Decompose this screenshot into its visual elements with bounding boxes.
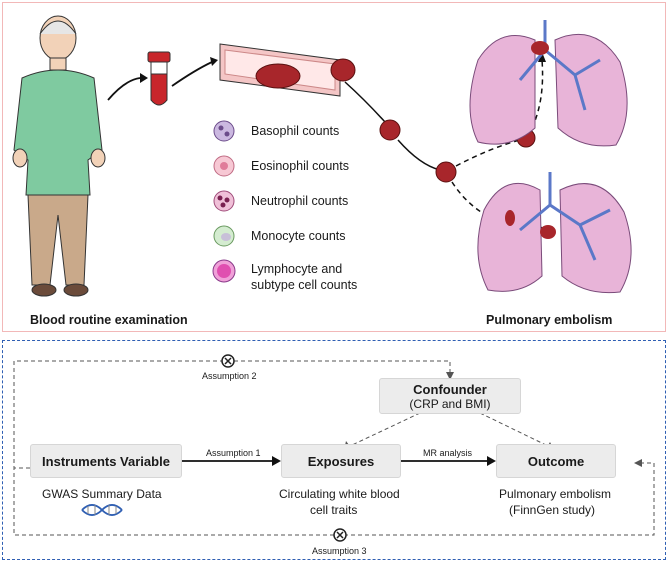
basophil-icon	[213, 120, 235, 142]
pulmonary-embolism-caption: Pulmonary embolism	[486, 313, 613, 327]
exposures-sub-line2: cell traits	[310, 503, 358, 517]
mr-analysis-label: MR analysis	[423, 448, 473, 458]
violation-icon	[221, 354, 235, 368]
illustration-panel	[2, 2, 666, 332]
clot-icon	[379, 119, 401, 141]
elderly-man-icon	[12, 15, 106, 297]
clot-icon	[435, 161, 457, 183]
instruments-variable-title: Instruments Variable	[42, 453, 170, 469]
basophil-label: Basophil counts	[251, 124, 340, 138]
eosinophil-label: Eosinophil counts	[251, 159, 349, 173]
confounder-subtitle: (CRP and BMI)	[409, 396, 491, 411]
monocyte-label: Monocyte counts	[251, 229, 346, 243]
outcome-title: Outcome	[527, 453, 585, 469]
dna-icon	[81, 504, 123, 516]
outcome-box: Outcome	[496, 444, 616, 478]
blood-tube-icon	[147, 51, 171, 106]
lungs-lower-icon	[477, 172, 632, 294]
outcome-sub-line2: (FinnGen study)	[509, 503, 596, 517]
outcome-sub-line1: Pulmonary embolism	[499, 487, 612, 501]
gwas-label: GWAS Summary Data	[42, 487, 162, 501]
lymphocyte-label-line2: subtype cell counts	[251, 278, 358, 292]
exposures-sub-line1: Circulating white blood	[279, 487, 400, 501]
assumption-1-label: Assumption 1	[206, 448, 261, 458]
neutrophil-label: Neutrophil counts	[251, 194, 349, 208]
exposures-box: Exposures	[281, 444, 401, 478]
assumption-2-label: Assumption 2	[202, 371, 257, 381]
blood-vessel-icon	[219, 43, 356, 97]
confounder-title: Confounder	[413, 381, 487, 397]
exposures-title: Exposures	[307, 453, 375, 469]
blood-routine-caption: Blood routine examination	[30, 313, 188, 327]
instruments-variable-box: Instruments Variable	[30, 444, 182, 478]
mr-design-panel	[2, 340, 666, 560]
lymphocyte-label: Lymphocyte and	[251, 262, 343, 276]
violation-icon	[333, 528, 347, 542]
assumption-3-label: Assumption 3	[312, 546, 367, 556]
confounder-box: Confounder (CRP and BMI)	[379, 378, 521, 414]
lungs-upper-icon	[469, 20, 628, 147]
